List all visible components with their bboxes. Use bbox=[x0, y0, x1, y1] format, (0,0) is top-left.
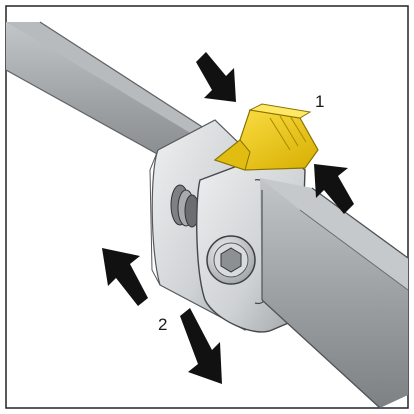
push-arrow-icon bbox=[314, 164, 354, 214]
push-arrow-icon bbox=[196, 52, 236, 102]
frame-border bbox=[5, 5, 409, 409]
push-arrow-icon bbox=[180, 308, 222, 384]
yellow-latch bbox=[213, 103, 319, 171]
spring-coil-icon bbox=[170, 184, 200, 228]
rail-front bbox=[260, 178, 409, 409]
push-arrow-icon bbox=[102, 248, 148, 306]
callout-step-2: 2 bbox=[158, 315, 167, 334]
screw-head-icon bbox=[206, 235, 256, 285]
callout-step-1: 1 bbox=[315, 92, 324, 111]
